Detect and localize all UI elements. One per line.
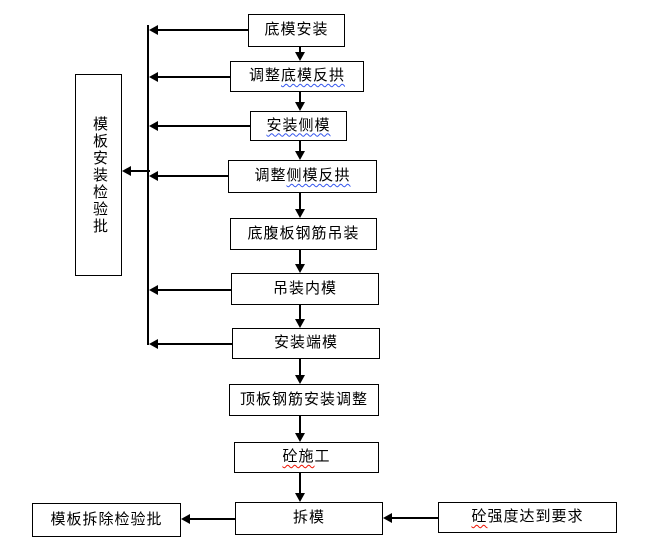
arrow-left-icon [149, 285, 158, 295]
arrow-down-icon [295, 52, 305, 61]
arrow-down-icon [295, 151, 305, 160]
node-label: 砼施工 [282, 450, 330, 465]
node-form-removal-inspection: 模板拆除检验批 [32, 503, 181, 537]
flow-line [299, 359, 301, 377]
flow-line [299, 305, 301, 321]
arrow-down-icon [295, 209, 305, 218]
node-label: 安装端模 [273, 335, 338, 351]
arrow-left-icon [149, 339, 158, 349]
node-label: 砼强度达到要求 [471, 510, 583, 525]
node-label: 底腹板钢筋吊装 [247, 225, 360, 242]
connector-strip-to-removal [190, 518, 235, 520]
flow-line [299, 416, 301, 435]
arrow-down-icon [295, 493, 305, 502]
branch-install-side-form [158, 125, 250, 127]
node-concrete-strength-ok: 砼强度达到要求 [438, 502, 617, 533]
node-label: 模板拆除检验批 [50, 511, 163, 528]
branch-bottom-form-install [158, 29, 248, 31]
node-label: 调整侧模反拱 [254, 169, 350, 184]
flow-line [299, 250, 301, 266]
label-spellcheck-flagged: 砼施 [282, 449, 315, 465]
node-strip-form: 拆模 [235, 502, 383, 535]
node-bottom-web-rebar-hoist: 底腹板钢筋吊装 [230, 218, 377, 250]
connector-to-install-inspection [131, 170, 150, 172]
label-spellcheck-flagged: 砼 [471, 509, 488, 525]
arrow-left-icon [181, 514, 190, 524]
arrow-down-icon [295, 433, 305, 442]
arrow-left-icon [149, 72, 158, 82]
node-form-install-inspection: 模板安装检验批 [75, 74, 122, 276]
label-spellcheck-flagged: 侧模反拱 [286, 168, 351, 184]
arrow-left-icon [149, 25, 158, 35]
flow-line [299, 193, 301, 211]
label-spellcheck-flagged: 安装侧模 [266, 117, 331, 134]
label-plain: 调整 [248, 68, 281, 84]
node-install-side-form: 安装侧模 [250, 111, 347, 141]
node-label: 安装侧模 [266, 117, 331, 134]
node-top-slab-rebar-adjust: 顶板钢筋安装调整 [229, 384, 379, 416]
flow-line [299, 92, 301, 104]
node-label: 吊装内模 [272, 280, 337, 297]
collector-line [147, 25, 149, 345]
connector-strength-to-strip [392, 517, 438, 519]
label-plain: 工 [314, 449, 331, 465]
branch-adjust-side-camber [158, 175, 228, 177]
flow-line [299, 141, 301, 153]
branch-install-end-form [158, 343, 232, 345]
node-install-end-form: 安装端模 [232, 328, 380, 359]
node-bottom-form-install: 底模安装 [248, 14, 345, 47]
node-hoist-inner-form: 吊装内模 [231, 273, 379, 305]
label-plain: 强度达到要求 [487, 509, 584, 525]
arrow-left-icon [149, 171, 158, 181]
arrow-left-icon [149, 121, 158, 131]
arrow-down-icon [295, 319, 305, 328]
node-label: 模板安装检验批 [91, 115, 107, 235]
arrow-down-icon [295, 264, 305, 273]
node-label: 调整底模反拱 [249, 69, 345, 84]
branch-hoist-inner-form [158, 289, 231, 291]
branch-adjust-bottom-camber [158, 76, 230, 78]
label-plain: 调整 [254, 168, 287, 184]
arrow-down-icon [295, 102, 305, 111]
arrow-left-icon [122, 166, 131, 176]
label-spellcheck-flagged: 底模反拱 [281, 68, 346, 84]
flow-line [299, 47, 301, 54]
arrow-down-icon [295, 375, 305, 384]
arrow-left-icon [383, 513, 392, 523]
node-label: 顶板钢筋安装调整 [239, 391, 368, 408]
node-label: 拆模 [292, 510, 325, 526]
node-adjust-side-camber: 调整侧模反拱 [228, 160, 377, 193]
node-adjust-bottom-camber: 调整底模反拱 [230, 61, 364, 92]
node-label: 底模安装 [264, 22, 329, 38]
flow-line [299, 473, 301, 495]
node-concrete-construction: 砼施工 [234, 442, 379, 473]
